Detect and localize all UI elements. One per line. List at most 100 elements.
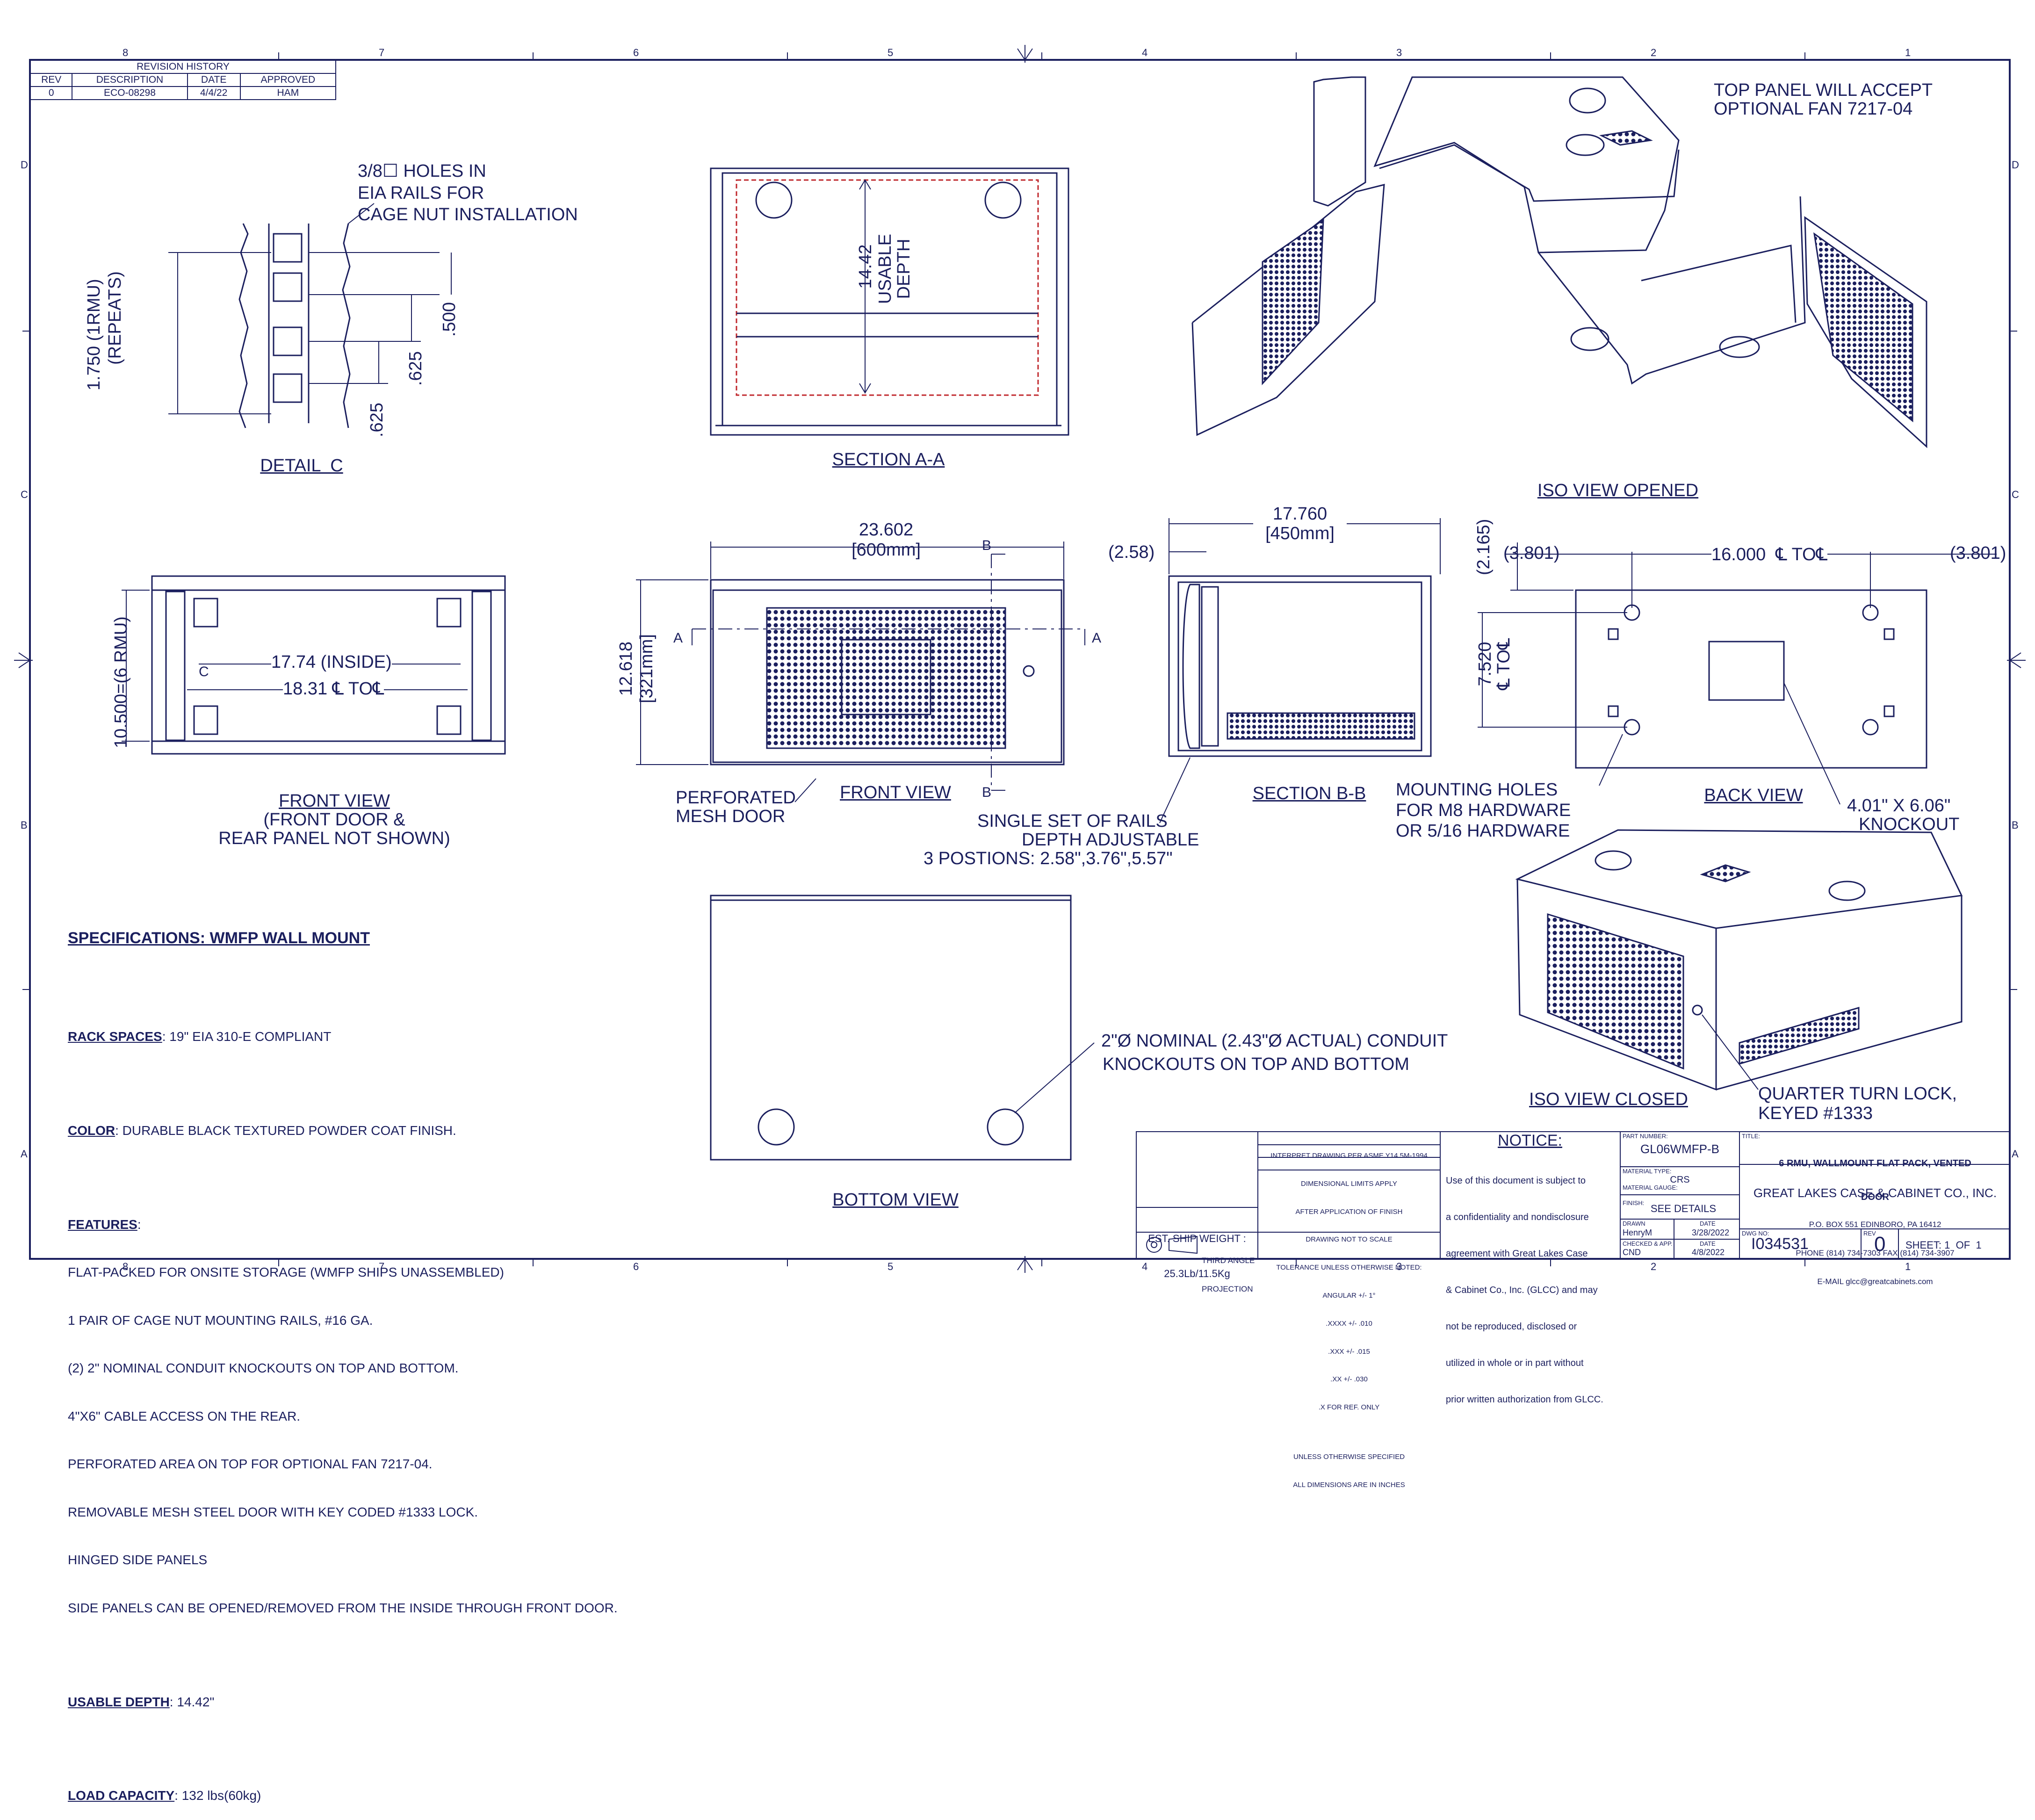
col-number: 7	[379, 47, 385, 58]
spec-feature-item: FLAT-PACKED FOR ONSITE STORAGE (WMFP SHI…	[68, 1265, 504, 1280]
checked-by: CND	[1623, 1248, 1641, 1257]
col-number: 3	[1396, 47, 1402, 58]
callout-top-panel-2: OPTIONAL FAN 7217-04	[1714, 99, 1913, 119]
dim-back-ctc: 16.000 ℄ TO℄	[1711, 545, 1828, 565]
title-label: TITLE:	[1742, 1133, 1761, 1140]
dim-back-vert-center: ℄ TO℄	[1494, 638, 1514, 690]
col-number: 2	[1651, 1261, 1657, 1272]
drawn-date-label: DATE	[1700, 1220, 1716, 1227]
dim-back-right: (3.801)	[1950, 543, 2006, 563]
front-left-note-1: (FRONT DOOR &	[263, 810, 405, 830]
spec-usable-depth: USABLE DEPTH: 14.42"	[68, 1694, 215, 1709]
callout-lock-1: QUARTER TURN LOCK,	[1758, 1084, 1957, 1104]
finish-label: FINISH:	[1623, 1199, 1645, 1206]
spec-rack: RACK SPACES: 19" EIA 310-E COMPLIANT	[68, 1029, 332, 1044]
drawn-date: 3/28/2022	[1692, 1228, 1730, 1237]
spec-feature-item: PERFORATED AREA ON TOP FOR OPTIONAL FAN …	[68, 1457, 433, 1472]
section-marker-b-top: B	[982, 538, 992, 553]
company-block: GREAT LAKES CASE & CABINET CO., INC. P.O…	[1742, 1167, 2008, 1296]
dim-back-left: (3.801)	[1503, 543, 1560, 563]
callout-knockout-1: 4.01" X 6.06"	[1847, 796, 1951, 816]
dim-depth-in: 17.760	[1253, 504, 1347, 525]
callout-holes-1: 3/8☐ HOLES IN	[358, 161, 486, 181]
part-number: GL06WMFP-B	[1640, 1142, 1720, 1156]
dim-back-vert: 7.520	[1475, 642, 1495, 686]
revision-table: REVISION HISTORY REV DESCRIPTION DATE AP…	[29, 60, 337, 100]
view-title-section-aa: SECTION A-A	[832, 450, 945, 469]
finish-value: SEE DETAILS	[1650, 1203, 1717, 1214]
col-number: 8	[123, 1261, 129, 1272]
center-mark-right	[2007, 652, 2026, 668]
rev-value: 0	[1874, 1233, 1886, 1256]
zone-labels: 8 7 6 5 4 3 2 1 8 7 6 5 4 3 2 1 D C B A …	[21, 47, 2019, 1272]
col-number: 1	[1905, 1261, 1911, 1272]
callout-mount-1: MOUNTING HOLES	[1396, 780, 1558, 800]
section-marker-a-left: A	[673, 630, 683, 646]
dim-repeats: (REPEATS)	[105, 271, 125, 365]
row-letter: B	[2012, 819, 2019, 831]
dim-rail-offset: (2.58)	[1108, 542, 1155, 562]
tolerance-notes: INTERPRET DRAWING PER ASME Y14.5M-1994 D…	[1270, 1151, 1428, 1489]
spec-features-label: FEATURES:	[68, 1217, 141, 1232]
spec-load-capacity: LOAD CAPACITY: 132 lbs(60kg)	[68, 1788, 261, 1803]
center-mark-left	[14, 652, 33, 668]
drawn-by: HenryM	[1623, 1228, 1653, 1237]
callout-top-panel-1: TOP PANEL WILL ACCEPT	[1714, 80, 1933, 100]
col-number: 7	[379, 1261, 385, 1272]
spec-feature-item: 1 PAIR OF CAGE NUT MOUNTING RAILS, #16 G…	[68, 1313, 373, 1328]
col-number: 5	[888, 1261, 894, 1272]
row-letter: A	[2012, 1148, 2019, 1160]
specifications: SPECIFICATIONS: WMFP WALL MOUNT RACK SPA…	[68, 897, 618, 1820]
dim-500: .500	[440, 302, 459, 337]
callout-holes-2: EIA RAILS FOR	[358, 183, 484, 203]
view-title-section-bb: SECTION B-B	[1252, 784, 1366, 803]
dim-center-to-center: 18.31 ℄ TO℄	[283, 679, 384, 700]
row-letter: D	[2012, 159, 2019, 171]
callout-lock-2: KEYED #1333	[1758, 1104, 1873, 1123]
spec-feature-item: HINGED SIDE PANELS	[68, 1553, 208, 1567]
front-view-drawing	[636, 542, 1085, 802]
col-number: 4	[1142, 47, 1148, 58]
drawn-label: DRAWN	[1623, 1220, 1645, 1227]
col-number: 8	[123, 47, 129, 58]
spec-title: SPECIFICATIONS: WMFP WALL MOUNT	[68, 929, 370, 947]
dim-height-mm: [321mm]	[637, 634, 657, 703]
rev-cell: 0	[29, 86, 73, 100]
spec-feature-item: (2) 2" NOMINAL CONDUIT KNOCKOUTS ON TOP …	[68, 1361, 459, 1376]
row-letter: A	[21, 1148, 28, 1160]
rev-cell: 4/4/22	[187, 86, 241, 100]
checked-date-label: DATE	[1700, 1240, 1716, 1247]
rev-header: REV	[29, 73, 73, 87]
rev-label: REV	[1863, 1230, 1876, 1237]
callout-conduit-2: KNOCKOUTS ON TOP AND BOTTOM	[1103, 1054, 1409, 1074]
dim-width-in: 23.602	[839, 520, 933, 541]
material-type-label: MATERIAL TYPE:	[1623, 1168, 1672, 1175]
drawing-title: 6 RMU, WALLMOUNT FLAT PACK, VENTED DOOR	[1779, 1158, 1971, 1202]
notice-title: NOTICE:	[1498, 1132, 1562, 1149]
notice-body: Use of this document is subject to a con…	[1446, 1176, 1603, 1405]
company-name: GREAT LAKES CASE & CABINET CO., INC.	[1753, 1186, 1997, 1200]
checked-label: CHECKED & APP.	[1623, 1240, 1673, 1247]
row-letter: B	[21, 819, 28, 831]
row-letter: C	[21, 489, 28, 500]
dim-usable-depth: 14.42	[856, 244, 875, 289]
iso-opened-drawing	[1191, 76, 1927, 448]
col-number: 1	[1905, 47, 1911, 58]
col-number: 2	[1651, 47, 1657, 58]
spec-feature-item: SIDE PANELS CAN BE OPENED/REMOVED FROM T…	[68, 1600, 618, 1615]
view-title-iso-opened: ISO VIEW OPENED	[1537, 481, 1699, 500]
col-number: 4	[1142, 1261, 1148, 1272]
callout-mesh-2: MESH DOOR	[676, 807, 786, 826]
view-title-front-left: FRONT VIEW	[279, 791, 390, 811]
callout-rails-3: 3 POSTIONS: 2.58",3.76",5.57"	[924, 849, 1173, 868]
sheet-number: SHEET: 1 OF 1	[1905, 1239, 1982, 1251]
col-number: 6	[633, 47, 639, 58]
section-aa-drawing	[710, 167, 1069, 436]
col-number: 3	[1396, 1261, 1402, 1272]
callout-mesh-1: PERFORATED	[676, 788, 796, 808]
spec-color: COLOR: DURABLE BLACK TEXTURED POWDER COA…	[68, 1123, 456, 1138]
front-left-note-2: REAR PANEL NOT SHOWN)	[218, 829, 450, 848]
callout-rails-1: SINGLE SET OF RAILS	[977, 811, 1168, 831]
rev-header: APPROVED	[239, 73, 337, 87]
center-mark-top	[1017, 45, 1033, 63]
